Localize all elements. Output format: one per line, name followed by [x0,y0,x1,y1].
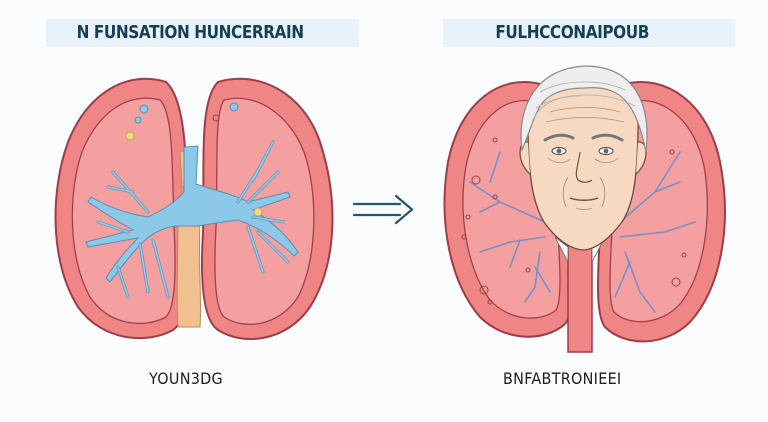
title-banner-right: FULHCCONAIPOUB [443,19,736,47]
double-arrow-right-icon [348,193,418,227]
young-lungs-illustration [48,62,344,352]
title-left-text: N FUNSATION HUNCERRAIN [76,22,304,43]
elderly-face-lungs-icon [443,65,726,353]
title-right-text: FULHCCONAIPOUB [495,22,649,43]
caption-elderly-text: BNFABTRONIEEI [503,369,622,388]
caption-young-text: YOUN3DG [149,369,223,388]
caption-elderly: BNFABTRONIEEI [503,369,621,388]
lungs-icon [54,77,334,340]
caption-young: YOUN3DG [149,369,223,388]
elderly-lungs-illustration [440,62,732,358]
title-banner-left: N FUNSATION HUNCERRAIN [46,19,359,47]
